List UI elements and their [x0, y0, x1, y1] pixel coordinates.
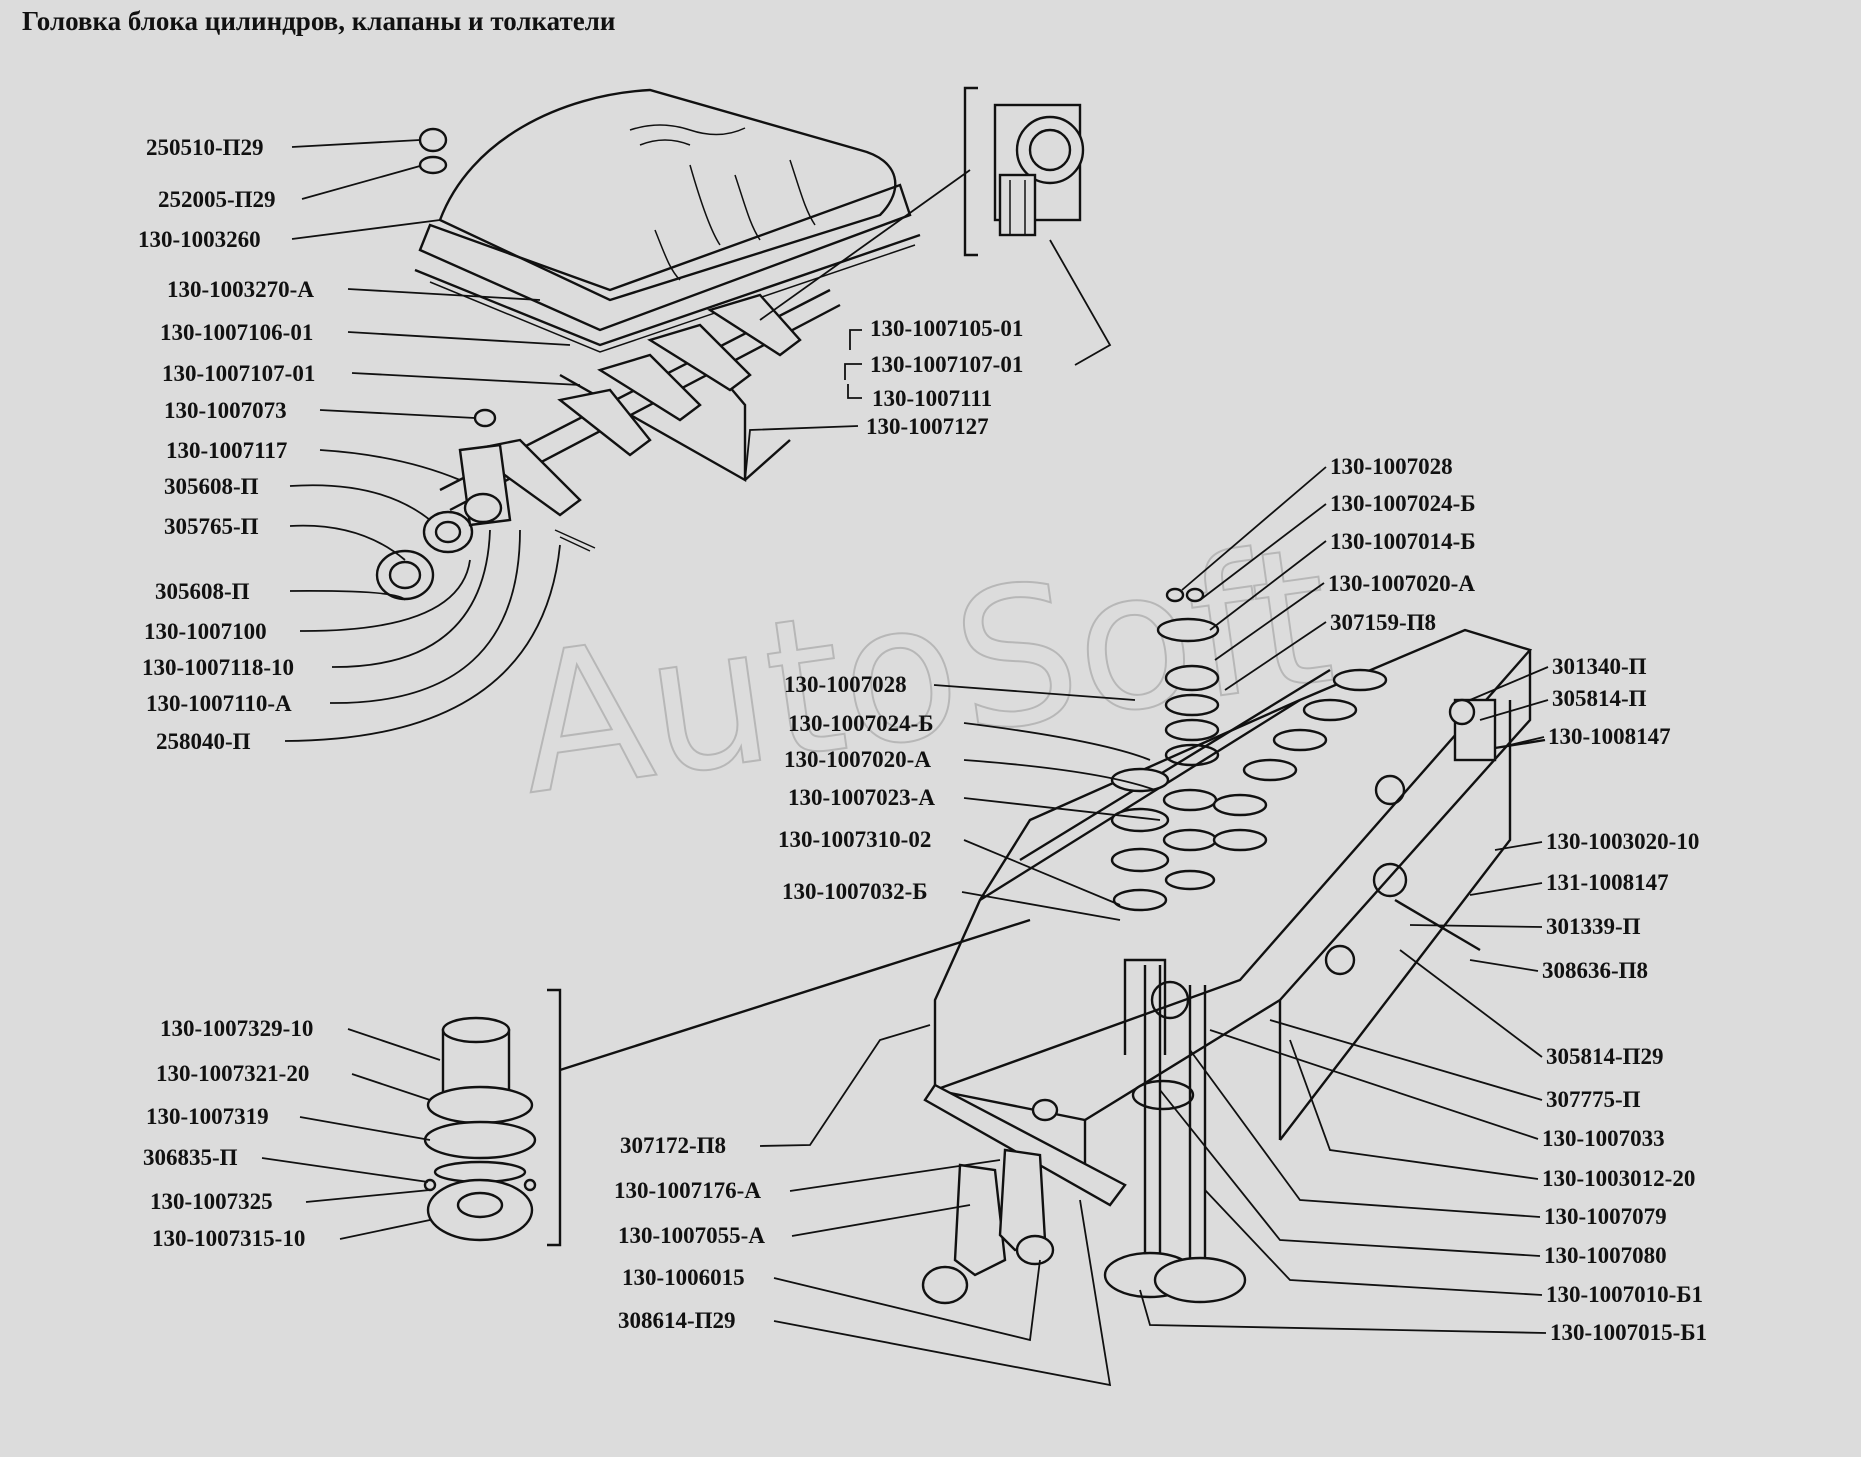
part-label: 252005-П29	[158, 187, 276, 212]
part-label: 130-1007118-10	[142, 655, 294, 680]
part-label: 307775-П	[1546, 1087, 1641, 1112]
part-label: 305608-П	[155, 579, 250, 604]
part-label: 307159-П8	[1330, 610, 1436, 635]
part-label: 307172-П8	[620, 1133, 726, 1158]
valve-rotator-drawing	[423, 918, 1031, 1247]
part-label: 130-1007315-10	[152, 1226, 305, 1251]
part-label: 308636-П8	[1542, 958, 1648, 983]
part-label: 305814-П29	[1546, 1044, 1664, 1069]
part-label: 130-1007105-01	[870, 316, 1023, 341]
valves-drawing	[1103, 958, 1247, 1304]
part-label: 130-1003012-20	[1542, 1166, 1695, 1191]
leader-lines	[261, 139, 1549, 1387]
rocker-detail-drawing	[963, 86, 1085, 257]
part-label: 130-1007310-02	[778, 827, 931, 852]
part-label: 305765-П	[164, 514, 259, 539]
part-label: 130-1007319	[146, 1104, 269, 1129]
part-label: 130-1007020-А	[1328, 571, 1475, 596]
part-label: 130-1007014-Б	[1330, 529, 1476, 554]
part-label: 130-1007176-А	[614, 1178, 761, 1203]
part-label: 301339-П	[1546, 914, 1641, 939]
part-label: 130-1007107-01	[162, 361, 315, 386]
part-label: 130-1007106-01	[160, 320, 313, 345]
part-label: 130-1007127	[866, 414, 989, 439]
part-label: 130-1007100	[144, 619, 267, 644]
part-label: 130-1007024-Б	[788, 711, 934, 736]
part-label: 130-1007117	[166, 438, 287, 463]
part-label: 130-1007023-А	[788, 785, 935, 810]
part-label: 258040-П	[156, 729, 251, 754]
part-label: 130-1007020-А	[784, 747, 931, 772]
part-label: 130-1007321-20	[156, 1061, 309, 1086]
part-label: 305608-П	[164, 474, 259, 499]
part-label: 130-1003020-10	[1546, 829, 1699, 854]
part-label: 130-1007055-А	[618, 1223, 765, 1248]
rocker-shaft-drawing	[375, 288, 841, 601]
part-label: 250510-П29	[146, 135, 264, 160]
part-label: 130-1007028	[784, 672, 907, 697]
part-label: 130-1008147	[1548, 724, 1671, 749]
part-labels: 250510-П29 252005-П29 130-1003260 130-10…	[138, 135, 1707, 1345]
part-label: 301340-П	[1552, 654, 1647, 679]
part-label: 130-1007032-Б	[782, 879, 928, 904]
part-label: 130-1007107-01	[870, 352, 1023, 377]
part-label: 130-1007015-Б1	[1550, 1320, 1707, 1345]
part-label: 306835-П	[143, 1145, 238, 1170]
part-label: 130-1007325	[150, 1189, 273, 1214]
part-label: 130-1007080	[1544, 1243, 1667, 1268]
valve-cover-drawing	[414, 88, 921, 353]
part-label: 130-1007028	[1330, 454, 1453, 479]
part-label: 130-1007110-А	[146, 691, 292, 716]
part-label: 130-1007329-10	[160, 1016, 313, 1041]
part-label: 130-1003260	[138, 227, 261, 252]
part-label: 130-1007111	[872, 386, 992, 411]
part-label: 130-1007073	[164, 398, 287, 423]
part-label: 130-1006015	[622, 1265, 745, 1290]
part-label: 308614-П29	[618, 1308, 736, 1333]
valve-spring-stacks	[1110, 668, 1388, 912]
tappets-drawing	[921, 1083, 1127, 1305]
part-label: 130-1003270-А	[167, 277, 314, 302]
part-label: 130-1007010-Б1	[1546, 1282, 1703, 1307]
part-label: 130-1007024-Б	[1330, 491, 1476, 516]
part-label: 130-1007033	[1542, 1126, 1665, 1151]
part-label: 305814-П	[1552, 686, 1647, 711]
part-label: 130-1007079	[1544, 1204, 1667, 1229]
page-title: Головка блока цилиндров, клапаны и толка…	[22, 6, 616, 36]
part-label: 131-1008147	[1546, 870, 1669, 895]
